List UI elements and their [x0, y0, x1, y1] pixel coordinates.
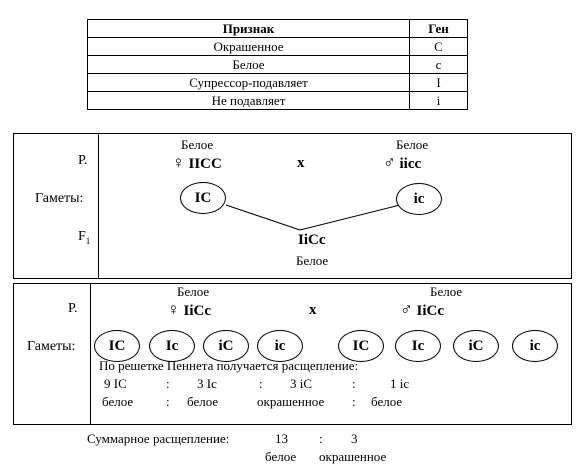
ratio-colon: : [166, 394, 170, 409]
summary-colon: : [319, 431, 323, 446]
cross1-p-label: Р. [78, 153, 88, 168]
cross1-male-genotype: ♂ iicc [383, 153, 422, 172]
cross1-f1-label: F1 [78, 229, 91, 246]
punnett-text: По решетке Пеннета получается расщеплени… [99, 358, 359, 373]
cross1-gamete-female: IC [180, 182, 226, 214]
cross1-female-genotype: ♀ IICC [172, 153, 222, 172]
trait-cell: Не подавляет [87, 91, 410, 110]
cross2-gamete: iC [203, 330, 249, 362]
summary-n1: 13 [275, 431, 288, 446]
cross2-gametes-label: Гаметы: [27, 339, 76, 354]
cross2-gamete: ic [257, 330, 303, 362]
cross1-gametes-label: Гаметы: [35, 191, 84, 206]
cross2-gamete: iC [453, 330, 499, 362]
cross2-male-genotype: ♂ IiCc [400, 300, 444, 319]
ratio-colon: : [166, 376, 170, 391]
male-symbol-icon: ♂ [383, 153, 396, 172]
cross2-box [13, 283, 572, 425]
summary-phenotype-1: белое [265, 449, 297, 464]
cross2-female-phenotype: Белое [177, 284, 210, 299]
ratio-genotype: 9 IC [104, 376, 127, 391]
cross1-f1-genotype: IiCc [298, 232, 326, 248]
cross2-p-label: Р. [68, 301, 78, 316]
cross1-box [13, 133, 572, 279]
traits-table: Признак Ген Окрашенное C Белое c Супресс… [87, 19, 468, 110]
ratio-phenotype: окрашенное [257, 394, 325, 409]
summary-phenotype-2: окрашенное [319, 449, 387, 464]
cross1-gamete-male: ic [396, 183, 442, 215]
female-symbol-icon: ♀ [167, 300, 180, 319]
ratio-genotype: 3 Ic [197, 376, 217, 391]
summary-label: Суммарное расщепление: [87, 431, 230, 446]
cross2-female-genotype: ♀ IiCc [167, 300, 211, 319]
ratio-colon: : [352, 376, 356, 391]
ratio-phenotype: белое [102, 394, 134, 409]
cross1-male-phenotype: Белое [396, 137, 429, 152]
ratio-phenotype: белое [371, 394, 403, 409]
male-symbol-icon: ♂ [400, 300, 413, 319]
female-symbol-icon: ♀ [172, 153, 185, 172]
cross2-gamete: Ic [149, 330, 195, 362]
ratio-phenotype: белое [187, 394, 219, 409]
ratio-genotype: 1 ic [390, 376, 410, 391]
cross1-female-phenotype: Белое [181, 137, 214, 152]
cross2-gamete: IC [94, 330, 140, 362]
ratio-genotype: 3 iC [290, 376, 313, 391]
cross2-gamete: IC [338, 330, 384, 362]
ratio-colon: : [352, 394, 356, 409]
gene-cell: i [409, 91, 468, 110]
cross1-divider [98, 133, 99, 278]
cross1-f1-phenotype: Белое [296, 253, 329, 268]
cross2-divider [90, 283, 91, 424]
cross1-cross-sign: х [297, 155, 305, 171]
cross2-male-phenotype: Белое [430, 284, 463, 299]
ratio-colon: : [259, 376, 263, 391]
cross2-cross-sign: х [309, 302, 317, 318]
summary-n2: 3 [351, 431, 358, 446]
cross2-gamete: ic [512, 330, 558, 362]
table-row: Не подавляет i [87, 91, 468, 110]
cross2-gamete: Ic [395, 330, 441, 362]
